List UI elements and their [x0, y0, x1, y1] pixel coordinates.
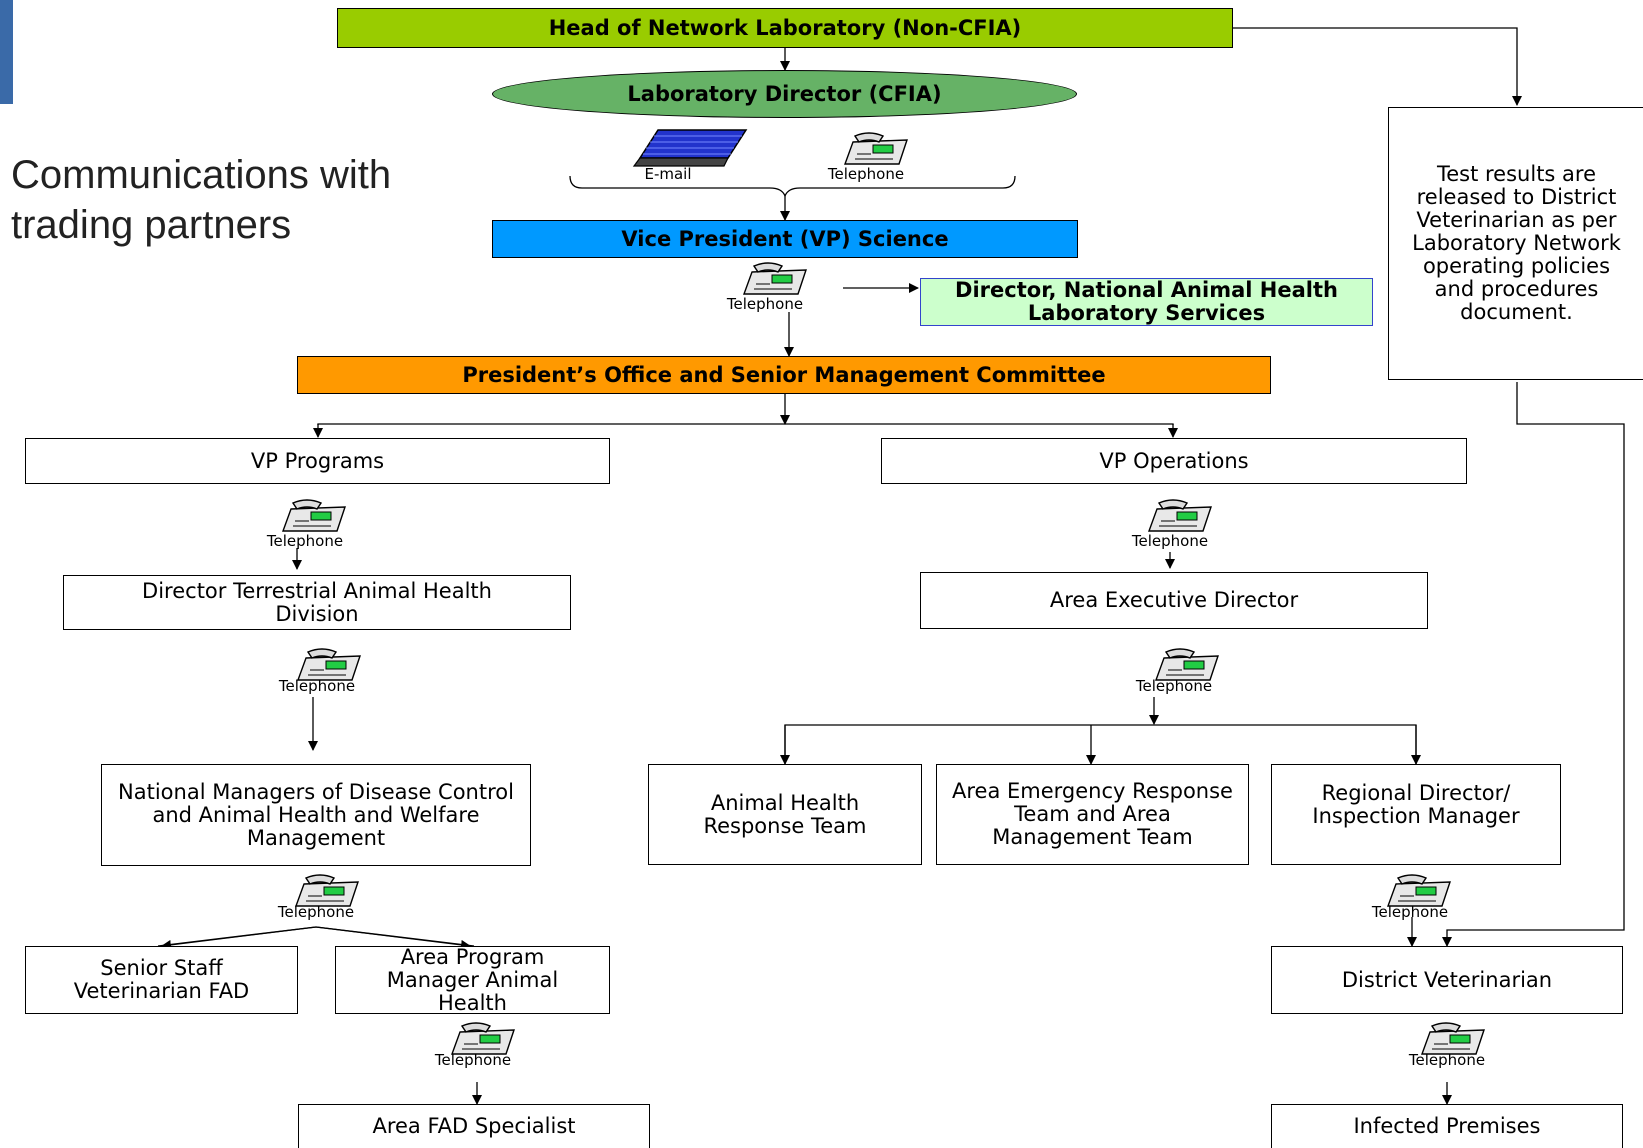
vp-programs-box: VP Programs	[25, 438, 610, 484]
area-exec-director-box: Area Executive Director	[920, 572, 1428, 629]
director-terrestrial-box: Director Terrestrial Animal Health Divis…	[63, 575, 571, 630]
telephone-label: Telephone	[1135, 677, 1213, 695]
telephone-icon	[1148, 499, 1212, 532]
accent-bar	[0, 0, 13, 104]
head-network-lab-box: Head of Network Laboratory (Non-CFIA)	[337, 8, 1233, 48]
telephone-icon	[295, 874, 359, 907]
telephone-icon	[1387, 874, 1451, 907]
area-program-manager-box: Area Program Manager Animal Health	[335, 945, 610, 1014]
national-managers-box: National Managers of Disease Control and…	[101, 764, 531, 866]
vp-science-box: Vice President (VP) Science	[492, 220, 1078, 258]
telephone-label: Telephone	[1131, 532, 1209, 550]
senior-staff-vet-box: Senior Staff Veterinarian FAD	[25, 946, 298, 1014]
district-vet-box: District Veterinarian	[1271, 946, 1623, 1014]
telephone-label: Telephone	[278, 677, 356, 695]
telephone-icon	[743, 262, 807, 295]
telephone-icon	[1155, 648, 1219, 681]
email-label: E-mail	[644, 165, 692, 183]
telephone-icon	[451, 1022, 515, 1055]
telephone-label: Telephone	[277, 903, 355, 921]
telephone-label: Telephone	[726, 295, 804, 313]
telephone-label: Telephone	[827, 165, 905, 183]
telephone-label: Telephone	[1408, 1051, 1486, 1069]
telephone-icon	[844, 132, 908, 165]
telephone-label: Telephone	[1371, 903, 1449, 921]
telephone-label: Telephone	[434, 1051, 512, 1069]
telephone-icon	[1421, 1022, 1485, 1055]
slide-title: Communications with trading partners	[11, 153, 392, 247]
infected-premises-box: Infected Premises	[1271, 1104, 1623, 1148]
vp-operations-box: VP Operations	[881, 438, 1467, 484]
area-emergency-box: Area Emergency Response Team and Area Ma…	[936, 764, 1249, 865]
president-office-box: President’s Office and Senior Management…	[297, 356, 1271, 394]
director-nahls-box: Director, National Animal Health Laborat…	[920, 278, 1373, 326]
animal-health-response-box: Animal Health Response Team	[648, 764, 922, 865]
telephone-icon	[297, 648, 361, 681]
area-fad-specialist-box: Area FAD Specialist	[298, 1104, 650, 1148]
lab-director-oval: Laboratory Director (CFIA)	[492, 70, 1077, 118]
telephone-icon	[282, 499, 346, 532]
laptop-icon	[632, 129, 748, 167]
test-results-box: Test results are released to District Ve…	[1388, 107, 1643, 380]
regional-director-box: Regional Director/ Inspection Manager	[1271, 764, 1561, 865]
telephone-label: Telephone	[266, 532, 344, 550]
